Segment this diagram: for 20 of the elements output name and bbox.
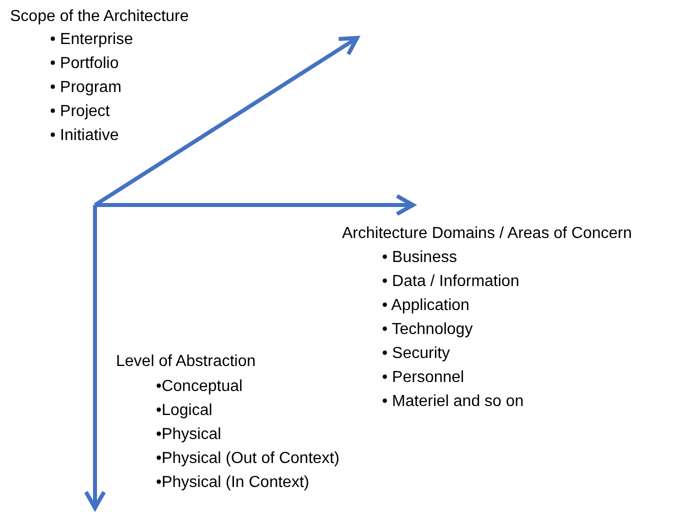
list-item: • Personnel [382,368,464,388]
list-item: • Project [50,102,110,122]
list-item: • Portfolio [50,54,119,74]
list-item: • Data / Information [382,272,520,292]
heading: Architecture Domains / Areas of Concern [342,224,632,244]
list-item: •Physical (In Context) [156,473,310,493]
list-item: •Physical (Out of Context) [156,449,340,469]
list-item: •Conceptual [156,377,243,397]
list-item: •Physical [156,425,222,445]
list-item: • Security [382,344,450,364]
list-item: •Logical [156,401,212,421]
list-item: • Initiative [50,126,119,146]
list-item: • Enterprise [50,30,133,50]
heading: Level of Abstraction [116,352,256,372]
list-item: • Technology [382,320,473,340]
list-item: • Materiel and so on [382,392,524,412]
list-item: • Application [382,296,470,316]
heading: Scope of the Architecture [10,7,189,27]
list-item: • Business [382,248,457,268]
list-item: • Program [50,78,122,98]
